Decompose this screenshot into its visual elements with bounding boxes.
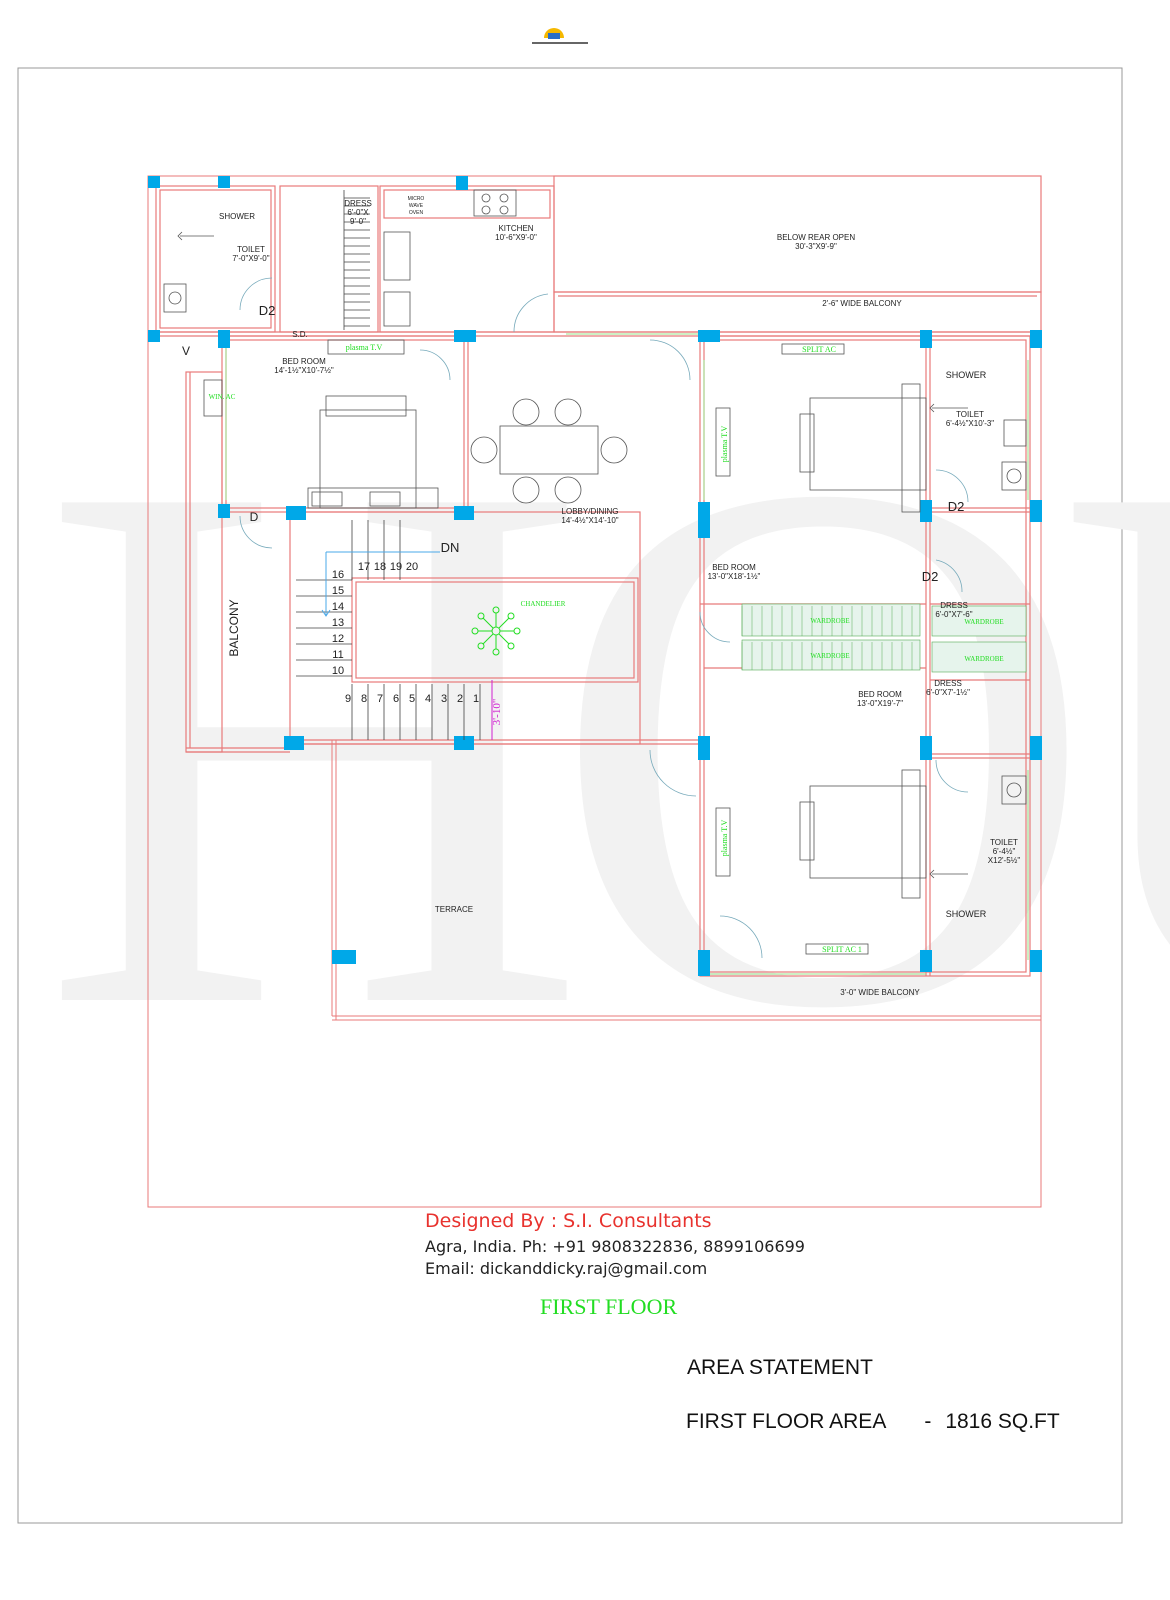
label-bedroom-bottom-size: 13'-0"X19'-7": [857, 699, 903, 708]
stair-step-3: 3: [441, 693, 447, 705]
label-below-rear-name: BELOW REAR OPEN: [777, 233, 855, 242]
stair-step-20: 20: [406, 561, 418, 573]
label-balcony-left: BALCONY: [227, 599, 241, 656]
label-split-ac-bottom: SPLIT AC 1: [822, 945, 862, 954]
label-balcony-top: 2'-6" WIDE BALCONY: [822, 299, 902, 308]
door-swings: [239, 277, 969, 959]
wardrobes: [741, 603, 1027, 673]
label-d-left: D: [250, 510, 259, 524]
label-d2-right-2: D2: [922, 569, 939, 584]
label-chandelier: CHANDELIER: [521, 600, 566, 608]
label-lobby-size: 14'-4½"X14'-10": [561, 516, 618, 525]
label-plasma-tv-right-2: plasma T.V: [720, 819, 729, 856]
label-dress-top-size-1: 6'-0"X: [347, 208, 369, 217]
label-toilet-left-size: 7'-0"X9'-0": [232, 254, 269, 263]
label-shower-right-bottom: SHOWER: [946, 909, 987, 919]
stair-step-10: 10: [332, 665, 344, 677]
label-plasma-tv-top: plasma T.V: [346, 343, 383, 352]
label-wardrobe-4: WARDROBE: [964, 655, 1003, 663]
label-dress-right-2-name: DRESS: [934, 679, 962, 688]
stair-step-19: 19: [390, 561, 402, 573]
label-toilet-right-bottom-size-2: X12'-5½": [988, 856, 1021, 865]
label-stair-height: 3'-10": [491, 699, 503, 726]
stair-step-13: 13: [332, 617, 344, 629]
label-kitchen-size: 10'-6"X9'-0": [495, 233, 537, 242]
label-toilet-right-bottom-name: TOILET: [990, 838, 1018, 847]
label-dress-right-1-name: DRESS: [940, 601, 968, 610]
label-toilet-right-top-size: 6'-4½"X10'-3": [946, 419, 994, 428]
label-v: V: [182, 344, 190, 358]
label-bedroom-bottom-name: BED ROOM: [858, 690, 902, 699]
label-lobby-name: LOBBY/DINING: [562, 507, 619, 516]
label-bedroom-left-size: 14'-1½"X10'-7½": [274, 366, 334, 375]
label-bedroom-left-name: BED ROOM: [282, 357, 326, 366]
label-terrace: TERRACE: [435, 905, 473, 914]
dining-table: [499, 425, 599, 475]
stair-step-9: 9: [345, 693, 351, 705]
label-d2-right-1: D2: [948, 499, 965, 514]
stair-step-17: 17: [358, 561, 370, 573]
label-micro-3: OVEN: [409, 210, 424, 216]
wardrobe-hatch: [741, 606, 913, 670]
house-sun-logo-icon: [532, 28, 588, 44]
window-lines: [225, 333, 1029, 975]
label-d2-left: D2: [259, 303, 276, 318]
stair-step-5: 5: [409, 693, 415, 705]
label-micro-1: MICRO: [408, 196, 425, 202]
label-micro-2: WAVE: [409, 203, 424, 209]
dn-arrow: [321, 551, 440, 617]
bed-right-top: [809, 397, 927, 491]
label-win-ac: WIN. AC: [209, 393, 236, 401]
stair-step-11: 11: [332, 649, 343, 661]
label-toilet-left-name: TOILET: [237, 245, 265, 254]
label-dress-top-name: DRESS: [344, 199, 372, 208]
label-sd: S.D.: [292, 330, 308, 339]
label-bedroom-mid-name: BED ROOM: [712, 563, 756, 572]
stair-step-15: 15: [332, 585, 344, 597]
label-dress-right-1-size: 6'-0"X7'-6": [935, 610, 972, 619]
stair-step-2: 2: [457, 693, 463, 705]
label-bedroom-mid-size: 13'-0"X18'-1½": [708, 572, 761, 581]
sheet-border: [17, 67, 1123, 1524]
label-shower-top-left: SHOWER: [219, 212, 255, 221]
stair-step-6: 6: [393, 693, 399, 705]
stair-treads: [296, 190, 481, 740]
label-dress-top-size-2: 9'-0": [350, 217, 366, 226]
stair-step-4: 4: [425, 693, 431, 705]
label-kitchen-name: KITCHEN: [498, 224, 533, 233]
label-wardrobe-3: WARDROBE: [964, 618, 1003, 626]
chandelier-icon: [471, 606, 521, 656]
label-toilet-right-bottom-size-1: 6'-4½": [993, 847, 1016, 856]
label-dn: DN: [441, 540, 460, 555]
label-plasma-tv-right-1: plasma T.V: [720, 425, 729, 462]
stair-step-7: 7: [377, 693, 383, 705]
label-dress-right-2-size: 6'-0"X7'-1½": [926, 688, 970, 697]
stair-step-1: 1: [473, 693, 479, 705]
label-split-ac-top: SPLIT AC: [802, 345, 836, 354]
columns: [148, 176, 1042, 976]
label-toilet-right-top-name: TOILET: [956, 410, 984, 419]
label-wardrobe-1: WARDROBE: [810, 617, 849, 625]
label-wardrobe-2: WARDROBE: [810, 652, 849, 660]
bed-right-bottom: [809, 785, 927, 879]
stair-step-16: 16: [332, 569, 344, 581]
shower-heads: [177, 231, 968, 879]
stair-step-14: 14: [332, 601, 344, 613]
label-shower-right-top: SHOWER: [946, 370, 987, 380]
label-balcony-bottom: 3'-0" WIDE BALCONY: [840, 988, 920, 997]
stair-step-12: 12: [332, 633, 344, 645]
stair-step-8: 8: [361, 693, 367, 705]
stair-step-18: 18: [374, 561, 386, 573]
furniture: [163, 189, 1027, 955]
label-below-rear-size: 30'-3"X9'-9": [795, 242, 837, 251]
